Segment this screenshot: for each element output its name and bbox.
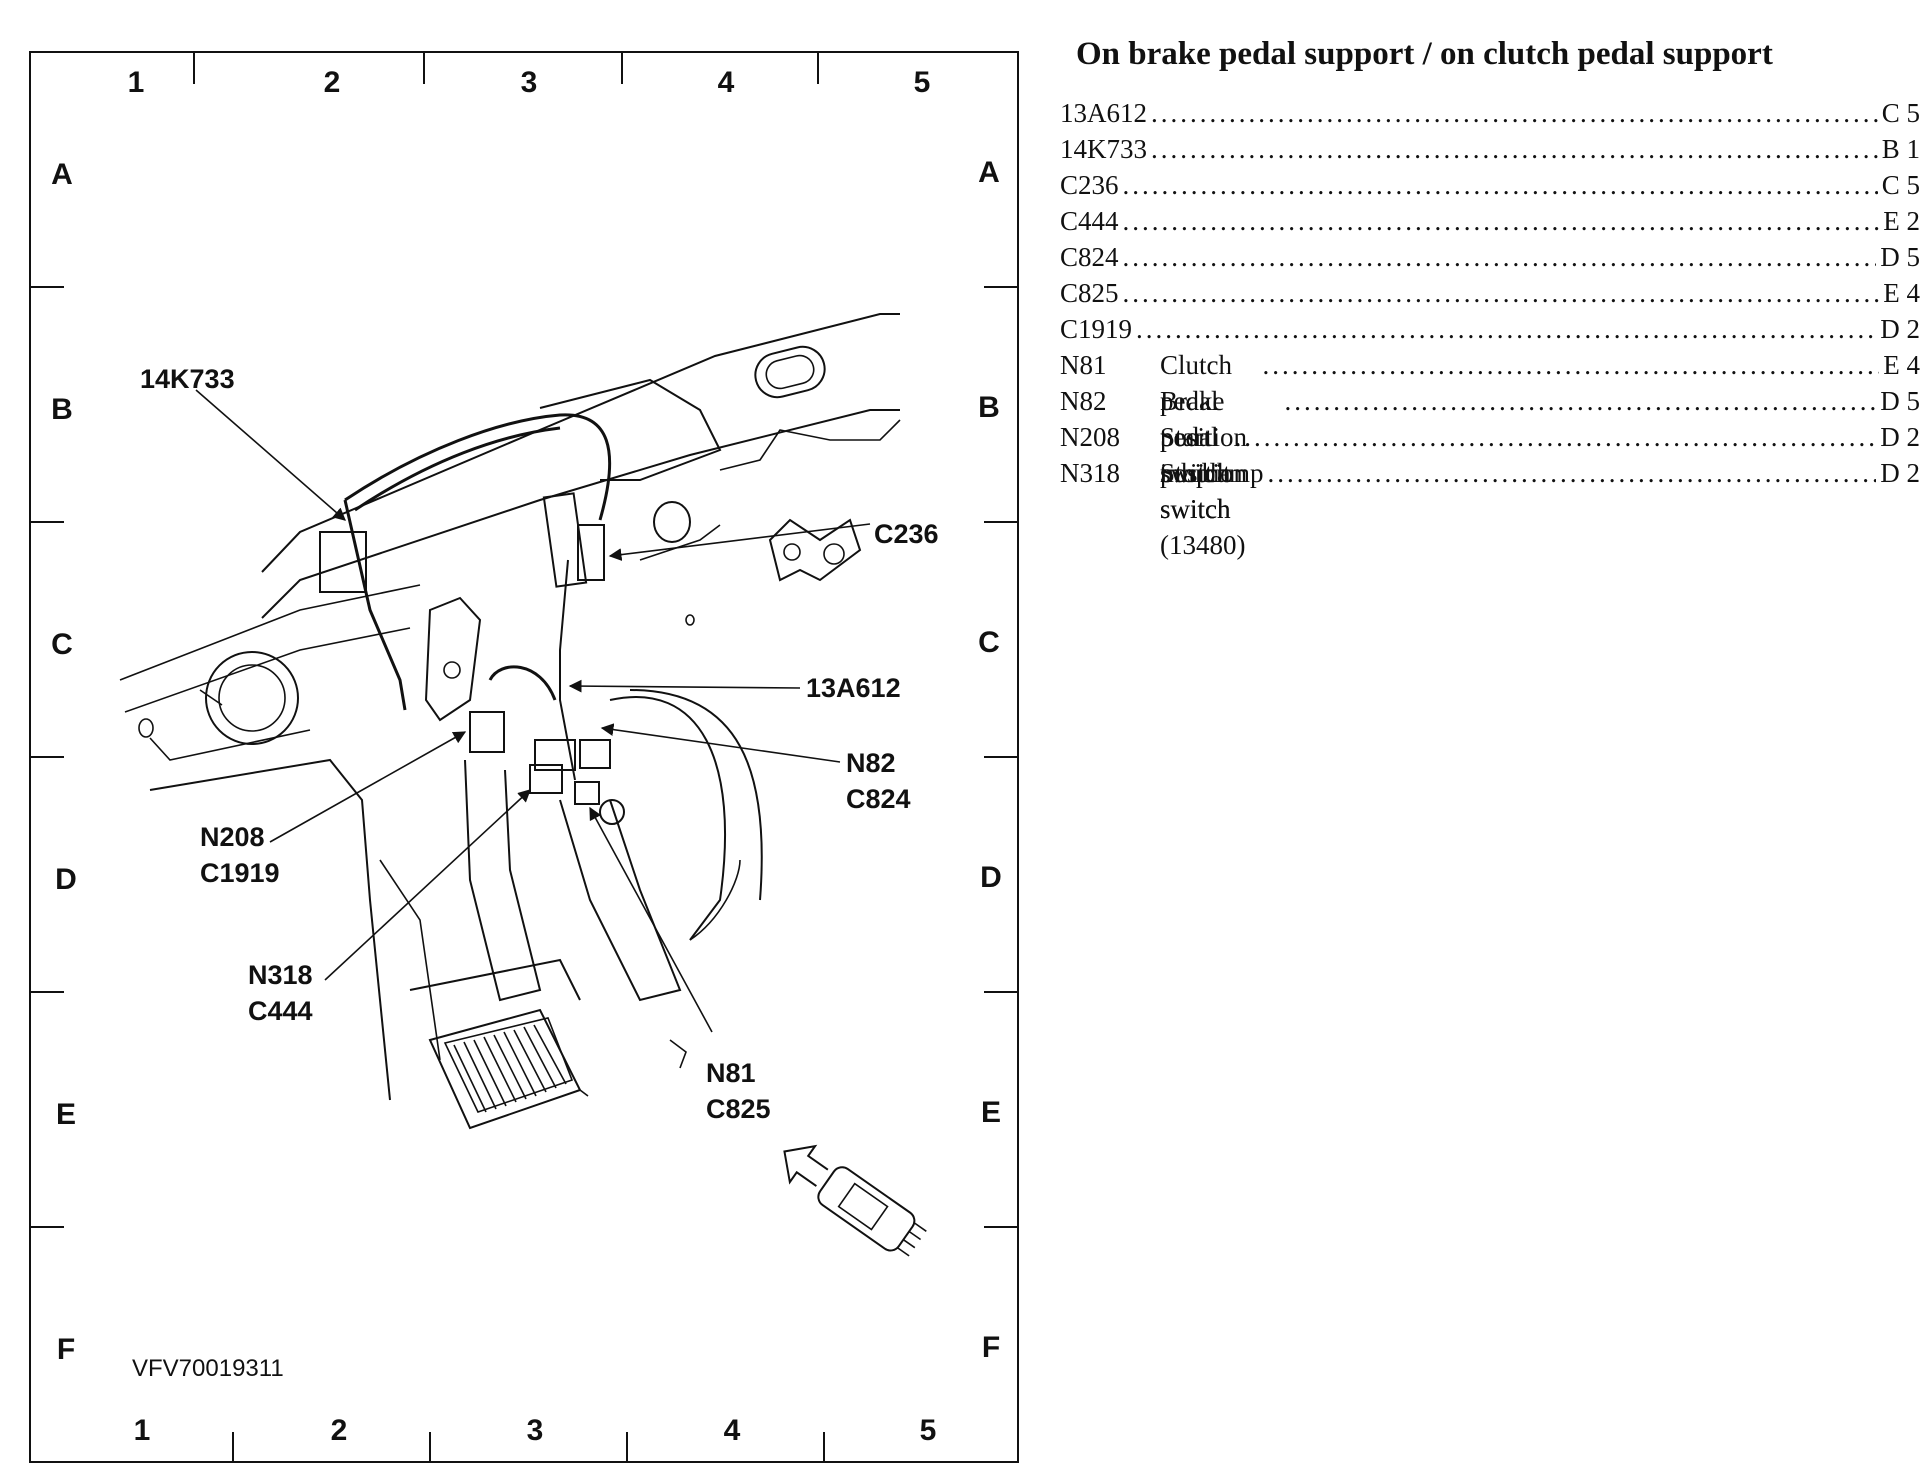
legend-row: N82 Brake pedal position switch (13480) … (1060, 383, 1920, 560)
col-label-top-1: 1 (128, 66, 145, 99)
callout-n82: N82 (846, 748, 896, 778)
row-label-right-a: A (978, 156, 1000, 189)
leader-n208-c1919 (269, 731, 467, 843)
callout-c236: C236 (874, 519, 939, 549)
column-dividers (193, 52, 825, 1462)
callout-n318: N318 (248, 960, 313, 990)
leader-lines (195, 389, 871, 1033)
leader-c236 (608, 523, 871, 561)
leader-13a612 (568, 679, 801, 693)
col-label-bottom-1: 1 (134, 1414, 151, 1447)
legend-location: D 2 (1880, 314, 1920, 344)
row-label-left-b: B (51, 393, 73, 426)
legend-code: C236 (1060, 170, 1119, 200)
col-label-bottom-2: 2 (331, 1414, 348, 1447)
legend-list: 13A612 C 5 14K733 B 1 C236 C 5 C444 E 2 … (1060, 95, 1920, 560)
legend-row: N81 Clutch pedal position switch E 4 (1060, 347, 1920, 488)
callout-c1919: C1919 (200, 858, 280, 888)
legend-leader-dots (1151, 95, 1878, 131)
legend-code: N318 (1060, 458, 1120, 488)
legend-code: C825 (1060, 278, 1119, 308)
legend-location: B 1 (1881, 134, 1920, 164)
col-label-top-2: 2 (324, 66, 341, 99)
legend-row: N318 Stoplamp switch D 2 (1060, 455, 1920, 524)
callout-n208: N208 (200, 822, 265, 852)
col-label-bottom-3: 3 (527, 1414, 544, 1447)
legend-row: C444 E 2 (1060, 203, 1920, 239)
callout-n81: N81 (706, 1058, 756, 1088)
legend-row: C236 C 5 (1060, 167, 1920, 203)
legend-description: Stoplamp switch (1160, 458, 1264, 524)
row-label-left-f: F (57, 1333, 75, 1366)
legend-code: C444 (1060, 206, 1119, 236)
legend-location: C 5 (1881, 98, 1920, 128)
legend-leader-dots (1268, 455, 1877, 491)
row-label-left-d: D (55, 863, 77, 896)
legend-row: C1919 D 2 (1060, 311, 1920, 347)
legend-location: E 4 (1883, 278, 1920, 308)
row-label-right-d: D (980, 861, 1002, 894)
legend-code: N81 (1060, 350, 1107, 380)
col-label-bottom-5: 5 (920, 1414, 937, 1447)
callout-14k733: 14K733 (140, 364, 235, 394)
legend-description: Brake pedal position switch (13480) (1160, 386, 1248, 560)
row-label-right-e: E (981, 1096, 1001, 1129)
vehicle-direction-icon (783, 1144, 927, 1257)
legend-title: On brake pedal support / on clutch pedal… (1076, 36, 1773, 72)
legend-location: D 5 (1880, 386, 1920, 416)
row-label-right-b: B (978, 391, 1000, 424)
legend-leader-dots (1123, 167, 1878, 203)
callout-13a612: 13A612 (806, 673, 901, 703)
legend-location: D 5 (1880, 242, 1920, 272)
callout-c824: C824 (846, 784, 911, 814)
legend-row: 13A612 C 5 (1060, 95, 1920, 131)
pedal-box-illustration (119, 313, 901, 1130)
callout-c444: C444 (248, 996, 313, 1026)
row-label-left-c: C (51, 628, 73, 661)
leader-n318-c444 (324, 789, 531, 981)
legend-leader-dots (1136, 311, 1876, 347)
col-label-top-3: 3 (521, 66, 538, 99)
legend-location: D 2 (1880, 458, 1920, 488)
col-label-top-5: 5 (914, 66, 931, 99)
component-location-legend: On brake pedal support / on clutch pedal… (1060, 36, 1920, 560)
legend-location: E 2 (1883, 206, 1920, 236)
col-label-bottom-4: 4 (724, 1414, 741, 1447)
legend-code: C1919 (1060, 314, 1133, 344)
legend-leader-dots (1284, 383, 1876, 419)
legend-code: 13A612 (1060, 98, 1147, 128)
row-label-left-a: A (51, 158, 73, 191)
legend-leader-dots (1151, 131, 1878, 167)
legend-row: C825 E 4 (1060, 275, 1920, 311)
legend-leader-dots (1123, 275, 1880, 311)
legend-leader-dots (1262, 347, 1879, 383)
legend-code: N208 (1060, 422, 1120, 452)
legend-code: C824 (1060, 242, 1119, 272)
legend-row: N208 Start inhibit switch D 2 (1060, 419, 1920, 524)
leader-n82-c824 (600, 723, 841, 763)
legend-location: E 4 (1883, 350, 1920, 380)
row-label-left-e: E (56, 1098, 76, 1131)
leader-14k733 (195, 389, 346, 521)
legend-leader-dots (1235, 419, 1877, 455)
row-dividers (30, 286, 1018, 1228)
legend-code: 14K733 (1060, 134, 1147, 164)
legend-leader-dots (1123, 203, 1880, 239)
leader-n81-c825 (589, 806, 713, 1033)
figure-reference-code: VFV70019311 (132, 1355, 284, 1382)
legend-code: N82 (1060, 386, 1107, 416)
legend-leader-dots (1123, 239, 1877, 275)
legend-row: 14K733 B 1 (1060, 131, 1920, 167)
row-label-right-f: F (982, 1331, 1000, 1364)
col-label-top-4: 4 (718, 66, 735, 99)
row-label-right-c: C (978, 626, 1000, 659)
legend-location: D 2 (1880, 422, 1920, 452)
legend-row: C824 D 5 (1060, 239, 1920, 275)
legend-description: Clutch pedal position switch (1160, 350, 1248, 488)
legend-location: C 5 (1881, 170, 1920, 200)
legend-description: Start inhibit switch (1160, 422, 1231, 524)
callout-c825: C825 (706, 1094, 771, 1124)
